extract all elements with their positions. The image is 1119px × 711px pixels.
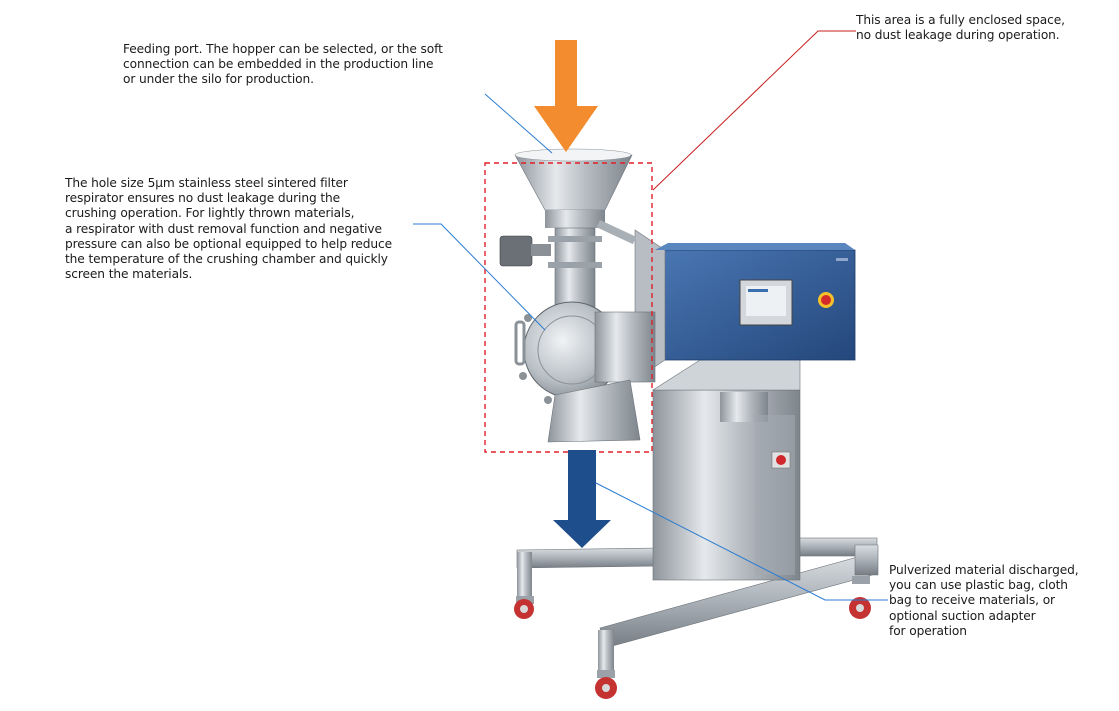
callout-line-feeding (484, 93, 553, 154)
callout-line-discharge (595, 482, 888, 601)
discharge-arrow (553, 450, 611, 548)
discharge-cone (547, 379, 641, 443)
caster-left (514, 596, 534, 619)
feed-arrow (534, 40, 598, 152)
milling-head (499, 148, 656, 443)
pedestal (651, 359, 801, 581)
enclosed-area-annotation: This area is a fully enclosed space, no … (856, 13, 1065, 43)
discharge-annotation: Pulverized material discharged, you can … (889, 563, 1079, 638)
enclosure-box (484, 162, 653, 453)
callout-line-filter (413, 223, 546, 331)
caster-front (595, 670, 617, 699)
callout-line-enclosure (652, 30, 856, 191)
caster-wheels (514, 576, 871, 699)
caster-right (849, 576, 871, 619)
actuator (499, 235, 533, 267)
control-cabinet (634, 229, 856, 381)
feeding-port-annotation: Feeding port. The hopper can be selected… (123, 42, 443, 87)
filter-annotation: The hole size 5μm stainless steel sinter… (65, 176, 393, 282)
